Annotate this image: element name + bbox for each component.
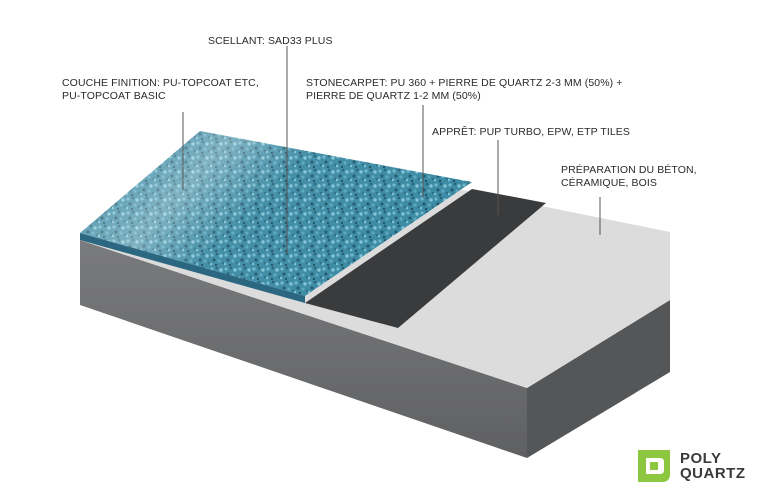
logo-text-line2: QUARTZ [680,465,746,482]
logo-text-line1: POLY [680,450,722,467]
label-appret-text: APPRÊT: PUP TURBO, EPW, ETP TILES [432,126,631,138]
label-scellant: SCELLANT: SAD33 PLUS [208,35,333,48]
label-preparation-line2: CÉRAMIQUE, BOIS [561,177,658,189]
stonecarpet-edge [80,233,305,303]
label-couche-finition-line2: PU-TOPCOAT BASIC [62,90,166,102]
label-appret: APPRÊT: PUP TURBO, EPW, ETP TILES [432,126,630,139]
label-stonecarpet-line1: STONECARPET: PU 360 + PIERRE DE QUARTZ 2… [306,77,623,89]
label-stonecarpet-line2: PIERRE DE QUARTZ 1-2 MM (50%) [306,90,481,102]
label-preparation: PRÉPARATION DU BÉTON, CÉRAMIQUE, BOIS [561,164,697,190]
label-couche-finition-line1: COUCHE FINITION: PU-TOPCOAT ETC, [62,77,259,89]
label-couche-finition: COUCHE FINITION: PU-TOPCOAT ETC, PU-TOPC… [62,77,259,103]
logo-wordmark: POLY QUARTZ [680,451,746,481]
topcoat-gloss [80,131,472,296]
polyquartz-logo: POLY QUARTZ [632,444,762,490]
slab-front-face [80,240,527,458]
logo-mark-icon [638,450,670,482]
primer-layer [305,189,546,328]
label-preparation-line1: PRÉPARATION DU BÉTON, [561,164,697,176]
label-scellant-text: SCELLANT: SAD33 PLUS [208,35,333,47]
slab-right-face [527,300,670,458]
label-stonecarpet: STONECARPET: PU 360 + PIERRE DE QUARTZ 2… [306,77,623,103]
